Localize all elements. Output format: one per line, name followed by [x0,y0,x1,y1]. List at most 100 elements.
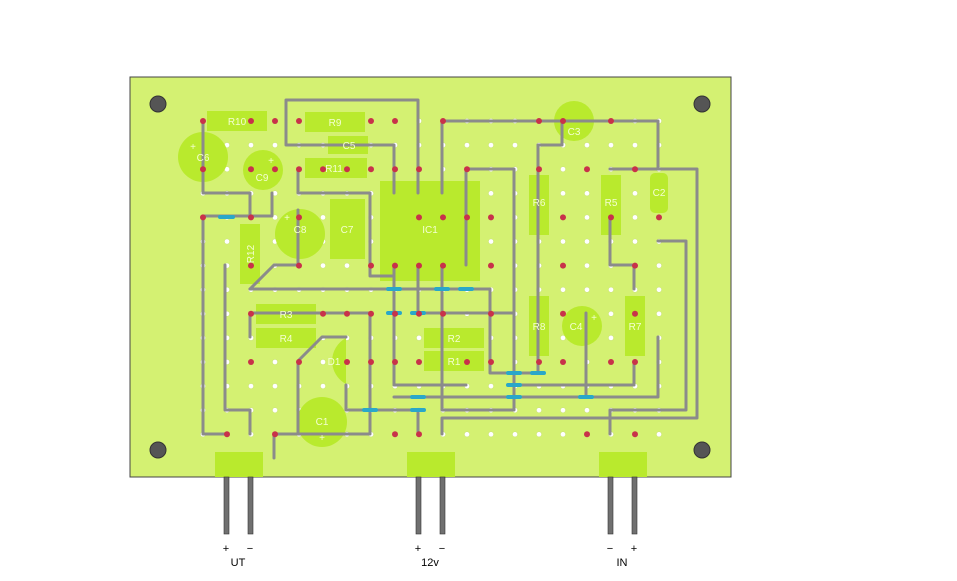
solder-joint [296,214,302,221]
solder-joint [248,118,254,124]
empty-pad [632,190,638,197]
empty-pad [488,142,494,148]
solder-joint [488,262,494,269]
label-c5: C5 [343,141,356,152]
solder-joint [248,166,254,173]
empty-pad [488,190,494,197]
capacitor-c4-body [562,306,602,346]
solder-joint [296,118,302,124]
label-ic1: IC1 [422,225,438,236]
trace [296,335,348,363]
solder-joint [632,359,638,365]
label-c1: C1 [316,417,329,428]
empty-pad [560,166,566,173]
terminal-block-out [215,452,263,477]
solder-joint [632,310,638,317]
resistor-r9-body [305,112,365,132]
label-c3: C3 [568,127,581,138]
polarity-marks: + + + + + [190,142,597,444]
empty-pad [536,431,542,438]
solder-joint [560,262,566,269]
mounting-hole [693,441,711,459]
trace [272,311,372,460]
solder-joint [224,431,230,438]
solder-joint [632,262,638,269]
empty-pad [320,262,326,269]
solder-joint [560,359,566,365]
empty-pad [488,383,494,389]
resistor-r11-body [305,158,367,178]
label-r5: R5 [605,198,618,209]
lead-power-plus [415,476,422,535]
solder-pads [200,118,662,438]
component-labels: R10 R9 C5 R11 C6 C9 C3 C8 C7 IC1 R6 R5 C… [197,117,666,428]
label-c9: C9 [256,173,269,184]
label-c7: C7 [341,225,354,236]
solder-joint [608,359,614,365]
solder-joint [272,431,278,438]
solder-joint [248,262,254,269]
resistor-r2-body [424,328,484,348]
mounting-holes [149,95,711,459]
diode-d1-body [332,338,346,384]
label-c4: C4 [570,322,583,333]
label-r7: R7 [629,322,642,333]
solder-joint [368,262,374,269]
solder-joint [248,310,254,317]
empty-pad [464,142,470,148]
label-r9: R9 [329,118,342,129]
solder-joint [464,214,470,221]
empty-pad [560,238,566,245]
solder-joint [632,431,638,438]
empty-pad [464,431,470,438]
capacitor-c8-body [275,209,325,259]
label-d1: D1 [328,357,341,368]
solder-joint [536,118,542,124]
solder-joint [368,166,374,173]
label-r10: R10 [228,117,247,128]
solder-joint [560,310,566,317]
empty-pad [272,142,278,148]
in-plus-sign: + [631,543,637,555]
empty-pad [560,431,566,438]
polarity-plus-c1: + [319,433,325,444]
solder-joint [368,118,374,124]
solder-joint [392,359,398,365]
power-label: 12v [421,557,439,569]
trace [440,167,516,412]
capacitor-c9-body [243,150,283,190]
mounting-hole [693,95,711,113]
empty-pad [656,262,662,269]
solder-joint [608,118,614,124]
label-c6: C6 [197,153,210,164]
empty-pad [584,190,590,197]
label-r11: R11 [325,164,343,175]
empty-pad [560,335,566,341]
label-r8: R8 [533,322,546,333]
empty-pad [584,407,590,414]
empty-pad [632,142,638,148]
empty-pad [584,286,590,293]
solder-joint [632,166,638,173]
empty-pad [512,431,518,438]
empty-pad [656,286,662,293]
solder-joint [608,214,614,221]
empty-pad [248,383,254,389]
solder-joint [320,310,326,317]
label-c8: C8 [294,225,307,236]
lead-power-minus [439,476,446,535]
label-r6: R6 [533,198,546,209]
empty-pad [320,359,326,365]
solder-joint [296,262,302,269]
empty-pad [584,238,590,245]
solder-joint [368,310,374,317]
solder-joint [200,214,206,221]
trace [284,98,420,195]
lead-out-plus [223,476,230,535]
solder-joint [560,214,566,221]
lead-out-minus [247,476,254,535]
solder-joint [464,166,470,173]
empty-pad [608,286,614,293]
solder-joint [440,118,446,124]
